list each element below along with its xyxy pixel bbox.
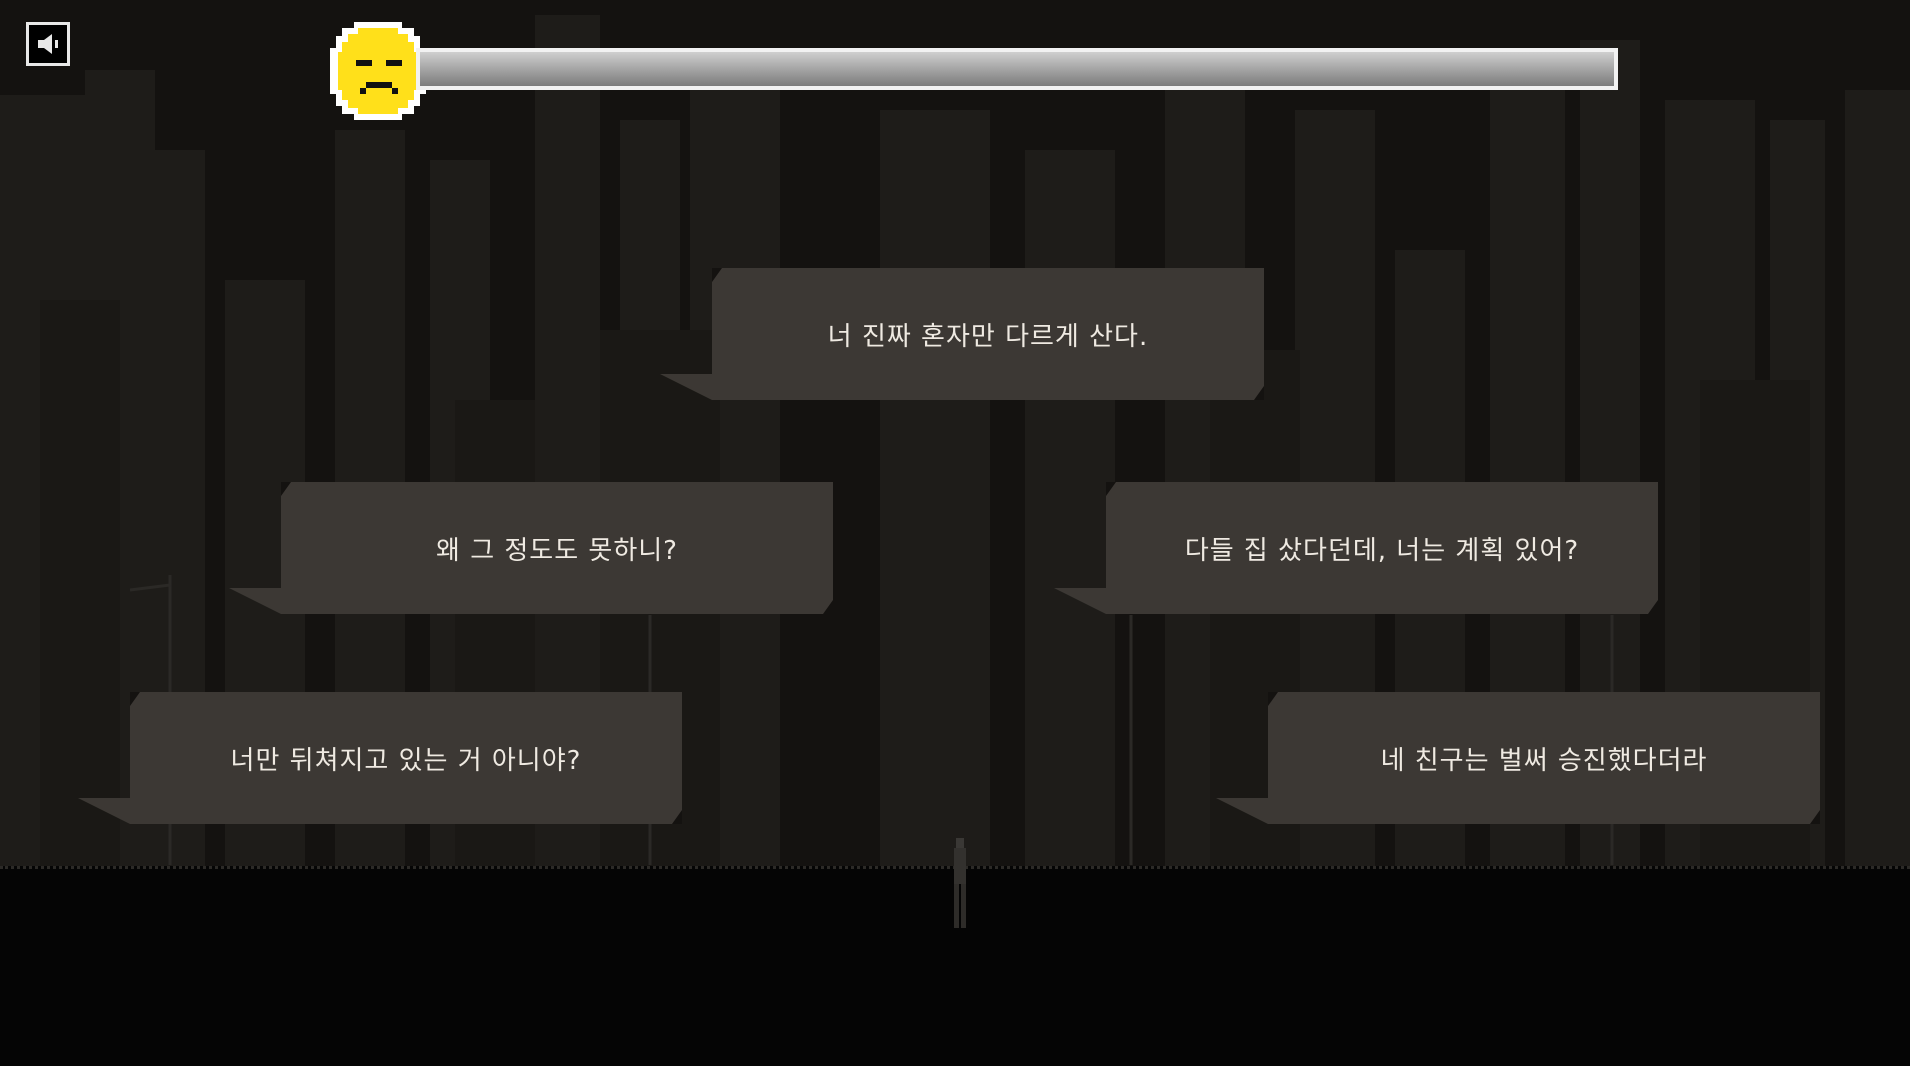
mood-meter-fill [420, 52, 1614, 86]
speech-bubble-text: 너 진짜 혼자만 다르게 산다. [827, 321, 1149, 352]
sound-toggle-button[interactable] [26, 22, 70, 66]
speech-bubble-text: 다들 집 샀다던데, 너는 계획 있어? [1184, 535, 1580, 566]
player-character [954, 838, 966, 928]
sad-face-icon [330, 22, 426, 120]
speech-bubble-text: 네 친구는 벌써 승진했다더라 [1380, 745, 1708, 776]
speech-bubble-2[interactable]: 왜 그 정도도 못하니? [229, 482, 833, 614]
speech-bubble-1[interactable]: 너 진짜 혼자만 다르게 산다. [660, 268, 1264, 400]
speech-bubble-text: 왜 그 정도도 못하니? [436, 535, 678, 566]
speaker-icon [38, 34, 58, 54]
speech-bubble-4[interactable]: 너만 뒤쳐지고 있는 거 아니야? [78, 692, 682, 824]
mood-meter-bar [416, 48, 1618, 90]
speech-bubble-3[interactable]: 다들 집 샀다던데, 너는 계획 있어? [1054, 482, 1658, 614]
speech-bubble-5[interactable]: 네 친구는 벌써 승진했다더라 [1216, 692, 1820, 824]
speech-bubble-text: 너만 뒤쳐지고 있는 거 아니야? [230, 745, 582, 776]
